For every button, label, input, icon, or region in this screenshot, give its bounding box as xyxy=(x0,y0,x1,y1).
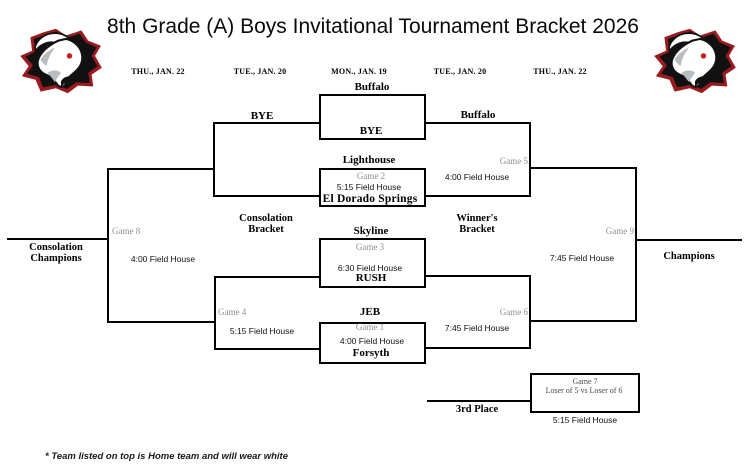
game3-time: 6:30 Field House xyxy=(337,263,403,273)
home-team-footnote: * Team listed on top is Home team and wi… xyxy=(45,451,289,462)
game9-label: Game 9 xyxy=(605,226,634,236)
connector-game5-top xyxy=(426,122,531,124)
third-place-label: 3rd Place xyxy=(455,404,499,415)
match-box-game2 xyxy=(319,168,426,207)
match-box-game3 xyxy=(319,238,426,288)
match-box-game7 xyxy=(530,373,640,413)
game5-label: Game 5 xyxy=(499,156,528,166)
connector-bye-vertical xyxy=(213,122,215,197)
team-forsyth: Forsyth xyxy=(352,347,390,359)
game4-time: 5:15 Field House xyxy=(229,326,295,336)
column-date-5: THU., JAN. 22 xyxy=(533,67,587,76)
column-date-1: THU., JAN. 22 xyxy=(131,67,185,76)
game2-time: 5:15 Field House xyxy=(336,182,402,192)
page-title: 8th Grade (A) Boys Invitational Tourname… xyxy=(107,15,639,38)
connector-game6-top xyxy=(426,275,531,277)
game2-label: Game 2 xyxy=(356,171,386,181)
connector-consolation-champion xyxy=(7,238,107,240)
consolation-champions-label: Consolation Champions xyxy=(29,242,83,264)
connector-game9-vertical xyxy=(635,167,637,322)
column-date-2: TUE., JAN. 20 xyxy=(233,67,287,76)
connector-game5-bottom xyxy=(426,195,531,197)
game6-label: Game 6 xyxy=(499,307,528,317)
buffalo-head-logo xyxy=(654,28,736,94)
connector-bye-bottom xyxy=(213,195,319,197)
team-jeb: JEB xyxy=(359,306,381,318)
consolation-champions-line1: Consolation xyxy=(29,242,83,253)
game7-matchup: Loser of 5 vs Loser of 6 xyxy=(545,386,623,395)
connector-bye-winner xyxy=(107,168,215,170)
team-skyline: Skyline xyxy=(353,225,389,237)
winners-bracket-label: Winner's Bracket xyxy=(456,213,497,235)
buffalo-head-logo xyxy=(20,28,102,94)
advancing-team-buffalo: Buffalo xyxy=(460,109,496,121)
connector-game8-vertical xyxy=(107,168,109,323)
game4-label: Game 4 xyxy=(218,307,247,317)
team-rush: RUSH xyxy=(355,272,387,284)
winners-bracket-label-line2: Bracket xyxy=(459,224,495,235)
game8-time: 4:00 Field House xyxy=(130,254,196,264)
connector-game6-bottom xyxy=(426,347,531,349)
champions-label: Champions xyxy=(663,251,715,262)
connector-bye-top xyxy=(213,122,319,124)
team-bye: BYE xyxy=(359,125,383,137)
team-lighthouse: Lighthouse xyxy=(342,154,396,166)
game1-label: Game 1 xyxy=(355,322,385,332)
game8-label: Game 8 xyxy=(112,226,141,236)
consolation-bye-label: BYE xyxy=(250,110,274,122)
column-date-3: MON., JAN. 19 xyxy=(331,67,387,76)
connector-game4-top xyxy=(214,276,320,278)
consolation-bracket-label-line2: Bracket xyxy=(248,224,284,235)
team-el-dorado-springs: El Dorado Springs xyxy=(322,193,418,205)
winners-bracket-label-line1: Winner's xyxy=(456,213,498,224)
game6-time: 7:45 Field House xyxy=(444,323,510,333)
column-date-4: TUE., JAN. 20 xyxy=(433,67,487,76)
game7-label: Game 7 xyxy=(572,377,598,386)
connector-champion xyxy=(635,239,742,241)
consolation-bracket-label: Consolation Bracket xyxy=(239,213,293,235)
connector-third-place xyxy=(427,400,530,402)
game3-label: Game 3 xyxy=(355,242,385,252)
connector-game6-winner xyxy=(529,320,637,322)
match-box-buffalo-bye xyxy=(319,94,426,140)
consolation-bracket-label-line1: Consolation xyxy=(239,213,293,224)
connector-game5-vertical xyxy=(529,122,531,197)
team-buffalo: Buffalo xyxy=(354,81,390,93)
game1-time: 4:00 Field House xyxy=(339,336,405,346)
connector-game6-vertical xyxy=(529,275,531,349)
connector-game4-bottom xyxy=(214,348,320,350)
match-box-game1 xyxy=(319,322,426,364)
game7-time: 5:15 Field House xyxy=(552,415,618,425)
connector-game5-winner xyxy=(529,167,637,169)
connector-game4-winner xyxy=(107,321,215,323)
game9-time: 7:45 Field House xyxy=(549,253,615,263)
connector-game4-vertical xyxy=(214,276,216,350)
consolation-champions-line2: Champions xyxy=(30,253,82,264)
game5-time: 4:00 Field House xyxy=(444,172,510,182)
